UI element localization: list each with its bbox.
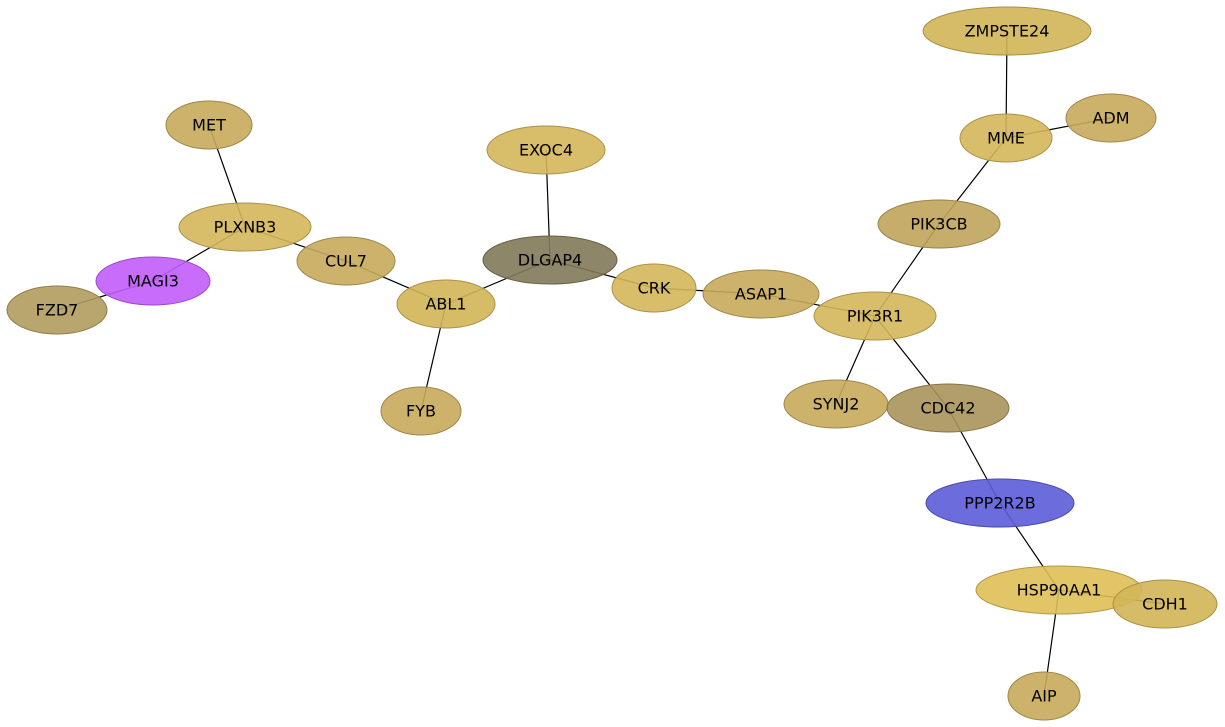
node-fzd7[interactable]: FZD7: [6, 285, 108, 335]
node-label: ABL1: [425, 295, 466, 314]
node-mme[interactable]: MME: [959, 113, 1053, 163]
node-magi3[interactable]: MAGI3: [95, 256, 211, 306]
node-shape: [922, 6, 1092, 56]
node-shape: [6, 285, 108, 335]
node-label: MET: [192, 116, 226, 135]
node-shape: [877, 199, 1001, 249]
node-label: PIK3CB: [910, 215, 967, 234]
node-crk[interactable]: CRK: [611, 263, 697, 313]
node-label: ASAP1: [735, 285, 787, 304]
node-label: MAGI3: [127, 272, 179, 291]
node-pik3cb[interactable]: PIK3CB: [877, 199, 1001, 249]
node-plxnb3[interactable]: PLXNB3: [178, 202, 312, 252]
node-shape: [1065, 93, 1157, 143]
node-shape: [813, 291, 937, 341]
node-shape: [1007, 671, 1081, 721]
node-label: FYB: [406, 402, 436, 421]
node-shape: [886, 383, 1010, 433]
node-label: ADM: [1092, 109, 1129, 128]
node-shape: [178, 202, 312, 252]
node-ppp2r2b[interactable]: PPP2R2B: [925, 478, 1075, 528]
node-label: MME: [987, 129, 1025, 148]
node-label: CRK: [638, 279, 671, 298]
node-label: DLGAP4: [518, 251, 582, 270]
node-label: ZMPSTE24: [965, 22, 1050, 41]
node-shape: [611, 263, 697, 313]
node-fyb[interactable]: FYB: [380, 386, 462, 436]
node-shape: [702, 269, 820, 319]
node-hsp90aa1[interactable]: HSP90AA1: [975, 565, 1143, 615]
node-label: PPP2R2B: [964, 494, 1035, 513]
node-shape: [380, 386, 462, 436]
node-adm[interactable]: ADM: [1065, 93, 1157, 143]
node-shape: [1112, 579, 1218, 629]
node-synj2[interactable]: SYNJ2: [783, 379, 889, 429]
node-shape: [296, 236, 396, 286]
node-cul7[interactable]: CUL7: [296, 236, 396, 286]
node-shape: [486, 125, 606, 175]
node-label: CDH1: [1142, 595, 1188, 614]
node-shape: [95, 256, 211, 306]
node-label: PIK3R1: [847, 307, 903, 326]
node-aip[interactable]: AIP: [1007, 671, 1081, 721]
node-label: SYNJ2: [813, 395, 860, 414]
node-dlgap4[interactable]: DLGAP4: [482, 235, 618, 285]
node-shape: [482, 235, 618, 285]
node-cdh1[interactable]: CDH1: [1112, 579, 1218, 629]
node-label: HSP90AA1: [1017, 581, 1102, 600]
node-shape: [396, 279, 496, 329]
node-exoc4[interactable]: EXOC4: [486, 125, 606, 175]
node-label: CUL7: [325, 252, 367, 271]
node-cdc42[interactable]: CDC42: [886, 383, 1010, 433]
node-met[interactable]: MET: [165, 100, 253, 150]
node-zmpste24[interactable]: ZMPSTE24: [922, 6, 1092, 56]
node-shape: [959, 113, 1053, 163]
node-label: CDC42: [920, 399, 975, 418]
node-label: FZD7: [36, 301, 79, 320]
node-asap1[interactable]: ASAP1: [702, 269, 820, 319]
node-shape: [165, 100, 253, 150]
node-abl1[interactable]: ABL1: [396, 279, 496, 329]
node-label: PLXNB3: [214, 218, 277, 237]
node-label: EXOC4: [519, 141, 573, 160]
node-label: AIP: [1031, 687, 1057, 706]
node-shape: [925, 478, 1075, 528]
node-pik3r1[interactable]: PIK3R1: [813, 291, 937, 341]
